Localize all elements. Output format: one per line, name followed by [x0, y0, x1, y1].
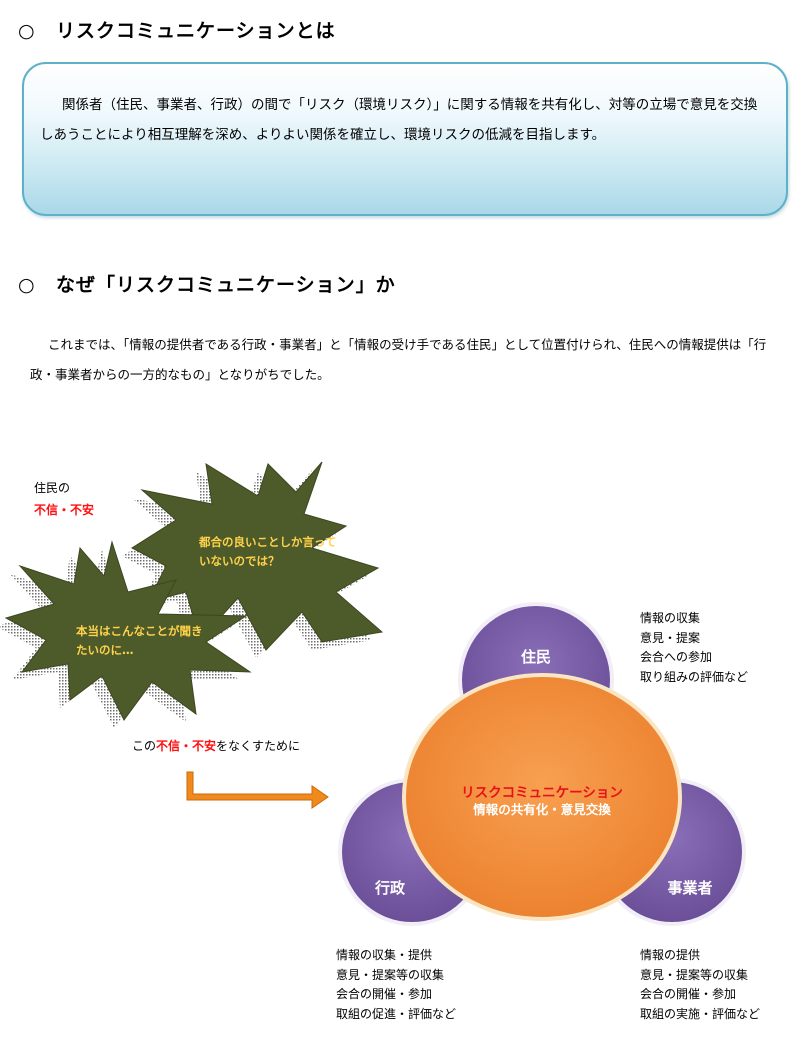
intro-paragraph: これまでは、「情報の提供者である行政・事業者」と「情報の受け手である住民」として…	[30, 337, 767, 382]
list-item: 取り組みの評価など	[640, 669, 749, 684]
speech-burst-2	[4, 540, 252, 721]
circle-mark-icon: ○	[18, 20, 36, 42]
list-item: 意見・提案等の収集	[640, 967, 749, 982]
list-item: 情報の提供	[640, 948, 701, 962]
center-circle	[402, 673, 682, 921]
definition-text: 関係者（住民、事業者、行政）の間で「リスク（環境リスク）」に関する情報を共有化し…	[40, 97, 758, 143]
resident-concern-label: 住民の 不信・不安	[34, 477, 94, 521]
section2-heading: ○ なぜ「リスクコミュニケーション」か	[18, 270, 396, 297]
list-item: 会合の開催・参加	[640, 987, 737, 1001]
resident-concern: 不信・不安	[34, 503, 95, 517]
bridge-suffix: をなくすために	[216, 739, 301, 753]
section2-title: なぜ「リスクコミュニケーション」か	[56, 274, 396, 296]
list-item: 情報の収集	[640, 611, 701, 625]
section1-heading: ○ リスクコミュニケーションとは	[18, 16, 336, 43]
list-item: 取組の実施・評価など	[640, 1006, 761, 1021]
list-item: 取組の促進・評価など	[336, 1006, 457, 1021]
center-title: リスクコミュニケーション	[461, 785, 623, 801]
government-role-list: 情報の収集・提供 意見・提案等の収集 会合の開催・参加 取組の促進・評価など	[336, 946, 456, 1024]
bridge-text: この不信・不安をなくすために	[132, 738, 300, 754]
list-item: 情報の収集・提供	[336, 948, 433, 962]
list-item: 会合への参加	[640, 650, 713, 664]
bridge-highlight: 不信・不安	[156, 739, 217, 753]
government-label: 行政	[374, 879, 405, 897]
resident-label: 住民の	[34, 481, 71, 495]
speech-burst-1-text: 都合の良いことしか言って いないのでは？	[199, 533, 336, 571]
definition-box	[22, 62, 788, 216]
speech-burst-2-text: 本当はこんなことが聞き たいのに…	[76, 622, 203, 660]
list-item: 意見・提案等の収集	[336, 967, 445, 982]
circle-mark-icon: ○	[18, 274, 36, 296]
list-item: 会合の開催・参加	[336, 987, 433, 1001]
business-label: 事業者	[667, 879, 713, 897]
speech-burst-2-line1: 本当はこんなことが聞き	[76, 624, 203, 638]
residents-label: 住民	[520, 648, 551, 666]
speech-burst-1-line1: 都合の良いことしか言って	[199, 535, 337, 549]
speech-burst-2-line2: たいのに…	[76, 643, 134, 657]
section1-title: リスクコミュニケーションとは	[56, 20, 336, 42]
speech-burst-1-line2: いないのでは？	[199, 554, 280, 568]
residents-role-list: 情報の収集 意見・提案 会合への参加 取り組みの評価など	[640, 609, 748, 687]
list-item: 意見・提案	[640, 630, 701, 645]
bridge-prefix: この	[132, 739, 157, 753]
business-role-list: 情報の提供 意見・提案等の収集 会合の開催・参加 取組の実施・評価など	[640, 946, 760, 1024]
arrow-icon	[186, 771, 329, 809]
center-subtitle: 情報の共有化・意見交換	[473, 802, 611, 817]
